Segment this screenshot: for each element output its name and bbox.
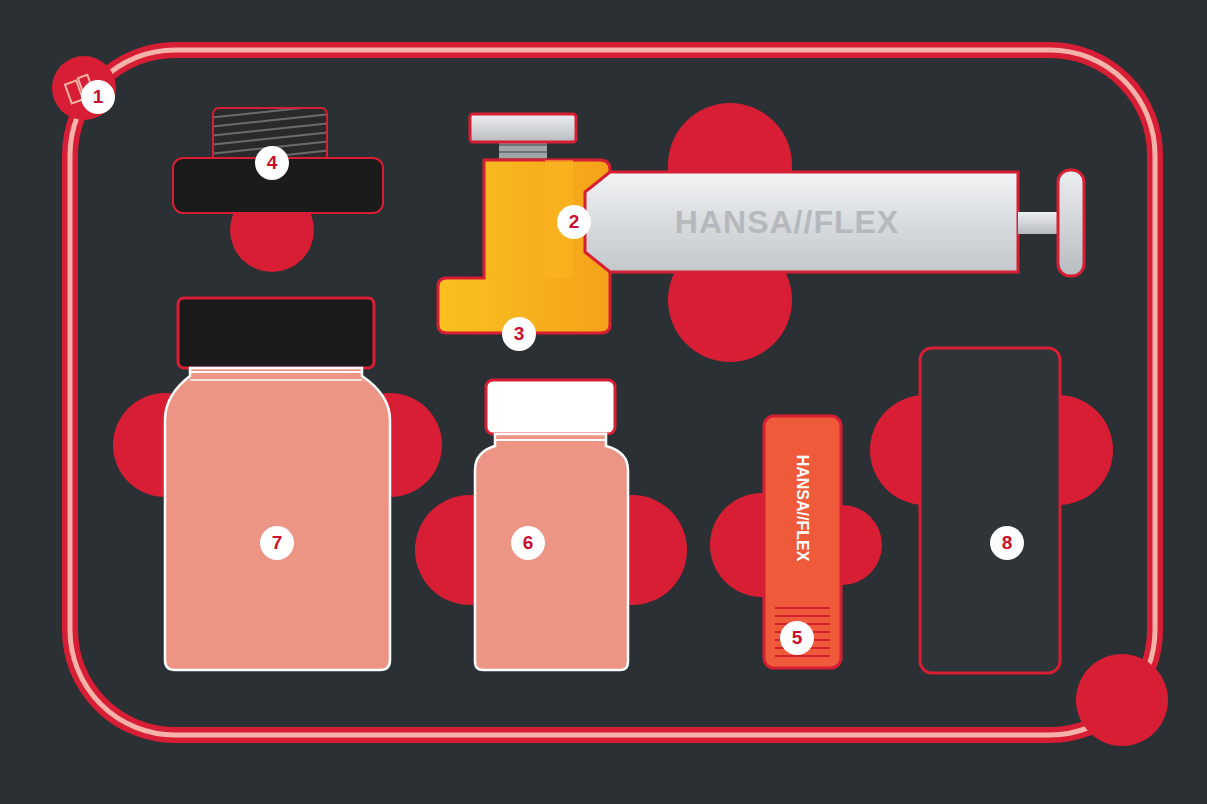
large-sample-bottle [165,298,390,670]
sampling-pump [438,114,1084,333]
callout-number: 3 [502,317,536,351]
empty-pocket [920,348,1060,673]
red-tube [764,416,841,668]
callout-number: 4 [255,146,289,180]
callout-number: 2 [557,205,591,239]
callout-number: 7 [260,526,294,560]
small-sample-bottle [475,380,628,670]
brand-logo: HANSA//FLEX [793,455,811,562]
threaded-plug [173,108,383,213]
brand-logo: HANSA//FLEX [675,204,899,241]
callout-number: 8 [990,526,1024,560]
callout-number: 5 [780,621,814,655]
callout-number: 1 [81,80,115,114]
tray-outline [70,50,1155,735]
callout-number: 6 [511,526,545,560]
